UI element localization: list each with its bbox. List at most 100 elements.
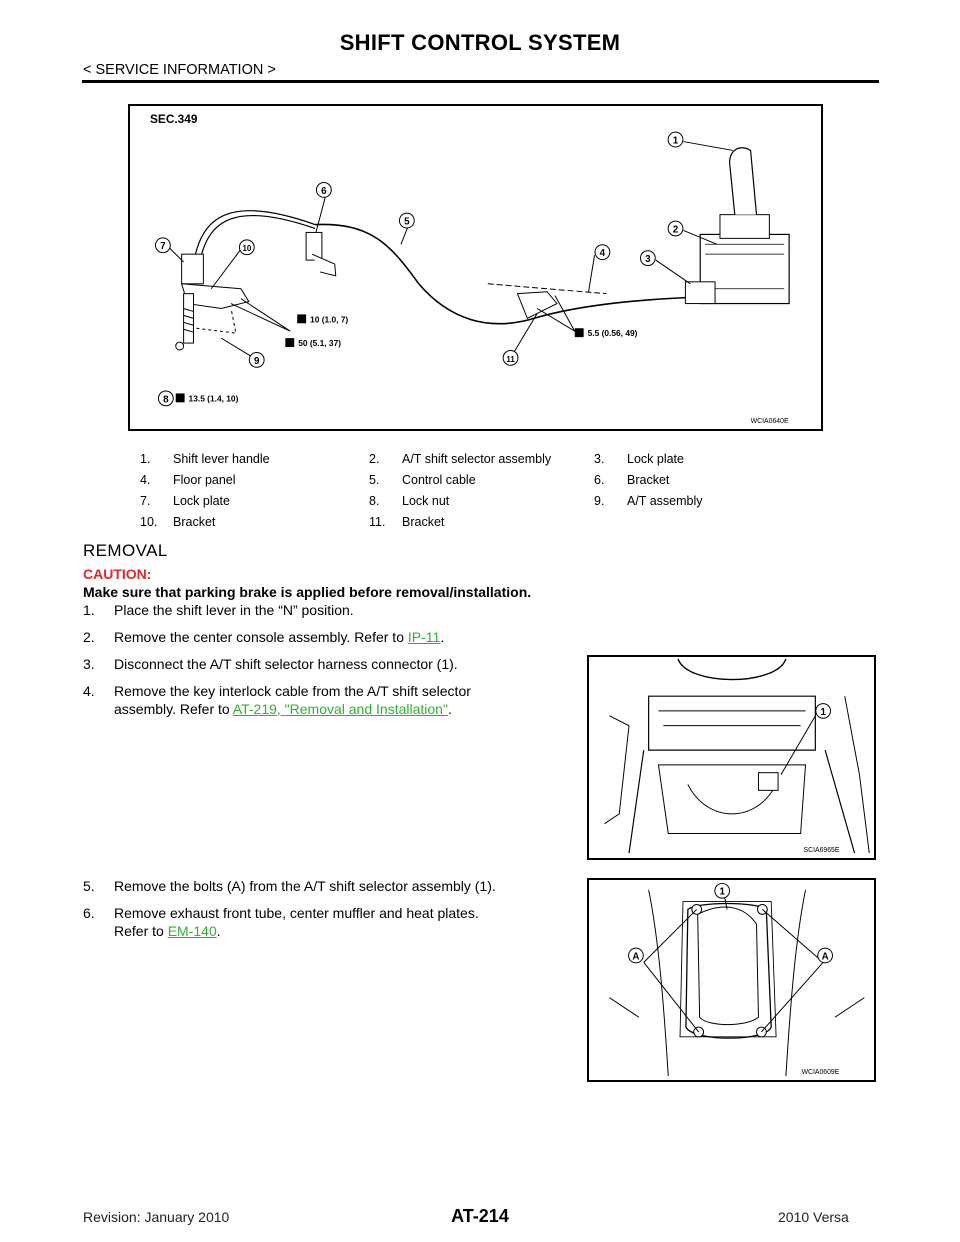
step-number: 4. <box>83 683 95 699</box>
harness-connector-figure: 1 SCIA6965E <box>587 655 876 860</box>
step-number: 2. <box>83 629 95 645</box>
footer-revision: Revision: January 2010 <box>83 1209 230 1225</box>
step-text: Remove the bolts (A) from the A/T shift … <box>114 878 496 894</box>
legend-num: 1. <box>140 451 151 466</box>
svg-text:11: 11 <box>506 355 515 364</box>
header-rule <box>82 80 879 83</box>
legend-label: Lock plate <box>173 493 230 508</box>
step-text-end: . <box>447 701 452 717</box>
legend-num: 10. <box>140 514 158 529</box>
svg-text:9: 9 <box>254 356 260 367</box>
figure-code: WCIA0609E <box>802 1069 840 1076</box>
legend-row: 7.Lock plate 8.Lock nut 9.A/T assembly <box>140 490 760 511</box>
svg-text:10: 10 <box>242 244 251 253</box>
svg-text:7: 7 <box>160 241 166 252</box>
shift-control-diagram: SEC.349 10 (1.0, 7) 50 (5.1, 37) 13.5 (1… <box>128 104 823 431</box>
callout-6: 6 <box>315 182 332 198</box>
selector-bolts-figure: 1 A A WCIA0609E <box>587 878 876 1082</box>
legend-num: 5. <box>369 472 380 487</box>
parts-legend: 1. Shift lever handle 2. A/T shift selecto… <box>140 448 760 532</box>
svg-text:1: 1 <box>673 136 679 147</box>
legend-num: 2. <box>369 451 380 466</box>
step-text: Remove exhaust front tube, center muffle… <box>114 905 479 921</box>
legend-label: Bracket <box>402 514 445 529</box>
callout-8: 8 <box>157 390 174 407</box>
legend-label: Floor panel <box>173 472 236 487</box>
step-3: 3. Disconnect the A/T shift selector harn… <box>83 655 458 673</box>
svg-text:A: A <box>632 951 639 962</box>
link-ip-11[interactable]: IP-11 <box>407 629 441 645</box>
legend-row: 10. Bracket 11. Bracket <box>140 511 760 532</box>
step-text: Place the shift lever in the “N” positio… <box>114 602 354 618</box>
footer-page-number: AT-214 <box>451 1206 509 1226</box>
svg-text:8: 8 <box>163 394 169 405</box>
step-number: 3. <box>83 656 95 672</box>
sec-label: SEC.349 <box>150 112 198 126</box>
step-number: 1. <box>83 602 95 618</box>
removal-heading: REMOVAL <box>83 541 168 560</box>
figure-code: WCIA0640E <box>751 418 789 425</box>
step-number: 6. <box>83 905 95 921</box>
legend-label: Shift lever handle <box>173 451 270 466</box>
legend-num: 9. <box>594 493 605 508</box>
torque-label-4: 5.5 (0.56, 49) <box>588 328 638 338</box>
step-text: Remove the center console assembly. Refe… <box>114 629 408 645</box>
caution-label: CAUTION: <box>83 566 152 582</box>
svg-text:4: 4 <box>600 248 606 259</box>
step-2: 2. Remove the center console assembly. Re… <box>83 628 444 646</box>
step-text: Refer to <box>114 923 168 939</box>
footer-model: 2010 Versa <box>778 1209 849 1225</box>
callout-5: 5 <box>398 212 415 229</box>
callout-1: 1 <box>667 131 684 148</box>
shift-control-diagram-drawing: SEC.349 10 (1.0, 7) 50 (5.1, 37) 13.5 (1… <box>150 112 790 425</box>
legend-label: Lock nut <box>402 493 450 508</box>
link-at-219[interactable]: AT-219, "Removal and Installation" <box>232 701 448 717</box>
callout-9: 9 <box>248 351 265 368</box>
figure2-callout-1: 1 <box>815 703 832 719</box>
svg-text:3: 3 <box>645 254 651 265</box>
legend-num: 4. <box>140 472 151 487</box>
legend-label: A/T shift selector assembly <box>402 451 552 466</box>
svg-text:A: A <box>822 951 829 962</box>
svg-text:6: 6 <box>321 186 327 197</box>
figure3-callout-a-left: A <box>628 947 644 964</box>
legend-label: Lock plate <box>627 451 684 466</box>
step-text: Disconnect the A/T shift selector harnes… <box>114 656 458 672</box>
section-tag: < SERVICE INFORMATION > <box>83 62 276 78</box>
callout-4: 4 <box>594 244 611 261</box>
legend-num: 8. <box>369 493 380 508</box>
torque-label-3: 13.5 (1.4, 10) <box>189 393 239 403</box>
legend-label: Bracket <box>627 472 670 487</box>
legend-label: Bracket <box>173 514 216 529</box>
harness-connector-drawing: 1 SCIA6965E <box>604 658 870 854</box>
step-text-end: . <box>440 629 445 645</box>
svg-text:5: 5 <box>404 217 410 228</box>
svg-text:2: 2 <box>673 224 679 235</box>
legend-num: 3. <box>594 451 605 466</box>
step-1: 1. Place the shift lever in the “N” posit… <box>83 601 354 619</box>
torque-label-2: 50 (5.1, 37) <box>298 338 341 348</box>
legend-num: 11. <box>369 514 386 529</box>
step-number: 5. <box>83 878 95 894</box>
callout-3: 3 <box>639 250 656 267</box>
step-text: assembly. Refer to <box>114 701 233 717</box>
figure-code: SCIA6965E <box>804 847 840 854</box>
callout-7: 7 <box>154 237 171 254</box>
torque-label-1: 10 (1.0, 7) <box>310 314 348 324</box>
link-em-140[interactable]: EM-140 <box>167 923 217 939</box>
svg-text:1: 1 <box>820 707 826 718</box>
step-6: 6. Remove exhaust front tube, center muff… <box>83 904 576 940</box>
callout-2: 2 <box>667 220 684 237</box>
legend-row: 1. Shift lever handle 2. A/T shift selecto… <box>140 448 760 469</box>
caution-text: Make sure that parking brake is applied … <box>83 584 532 600</box>
callout-11: 11 <box>502 349 519 366</box>
step-text: Remove the key interlock cable from the … <box>114 683 471 699</box>
callout-10: 10 <box>238 239 255 256</box>
legend-num: 6. <box>594 472 605 487</box>
legend-row: 4.Floor panel 5.Control cable 6.Bracket <box>140 469 760 490</box>
legend-num: 7. <box>140 493 151 508</box>
step-text-end: . <box>216 923 221 939</box>
step-5: 5. Remove the bolts (A) from the A/T shif… <box>83 877 496 895</box>
figure3-callout-1: 1 <box>714 882 731 899</box>
page-title: SHIFT CONTROL SYSTEM <box>339 30 621 55</box>
